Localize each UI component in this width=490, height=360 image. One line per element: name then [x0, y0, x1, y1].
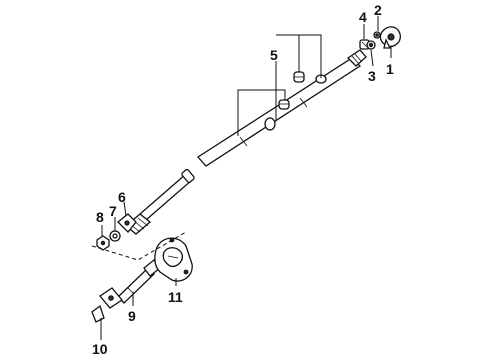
part-9-lower-shaft: [117, 259, 161, 304]
callout-5: 5: [270, 47, 278, 63]
part-10-coupling: [91, 287, 123, 323]
part-1-hub: [379, 26, 401, 49]
part-11-steering-gear: [154, 237, 193, 282]
leader-lines: [100, 16, 392, 340]
callout-9: 9: [128, 308, 136, 324]
callout-3: 3: [368, 68, 376, 84]
upper-steering-shaft: [197, 49, 367, 167]
callout-1: 1: [386, 61, 394, 77]
part-5-bushing-mid: [278, 99, 290, 110]
intermediate-shaft: [124, 169, 195, 235]
callout-8: 8: [96, 209, 104, 225]
part-2-clip: [373, 31, 381, 39]
group-bracket-dashed: [91, 231, 187, 261]
part-5-bushing-lower: [264, 117, 276, 131]
callout-10: 10: [92, 341, 108, 357]
callout-11: 11: [168, 289, 183, 305]
part-3-bearing: [366, 40, 376, 50]
callout-2: 2: [374, 2, 382, 18]
part-7-washer: [109, 230, 121, 242]
part-5-bushing-upper: [293, 71, 305, 83]
callout-6: 6: [118, 189, 126, 205]
part-8-nut: [96, 235, 110, 251]
callout-4: 4: [359, 9, 367, 25]
callout-7: 7: [109, 203, 117, 219]
part-6-universal-joint: [117, 213, 137, 233]
